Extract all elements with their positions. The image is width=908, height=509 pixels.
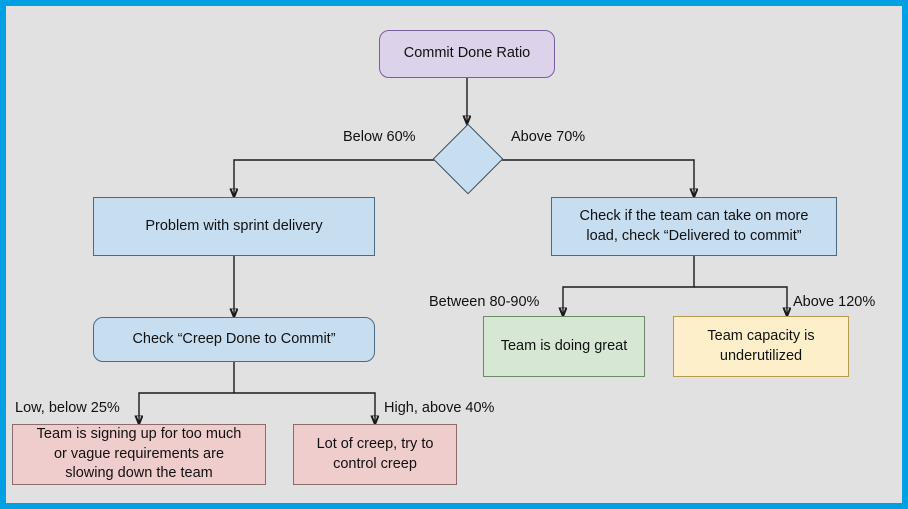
- node-check-if-team-can-take-more-load[interactable]: Check if the team can take on more load,…: [551, 197, 837, 256]
- node-team-capacity-is-underutilized[interactable]: Team capacity is underutilized: [673, 316, 849, 377]
- node-team-is-doing-great[interactable]: Team is doing great: [483, 316, 645, 377]
- edge-label-above-70: Above 70%: [511, 129, 586, 145]
- edge-label-low-below-25: Low, below 25%: [15, 400, 120, 416]
- edge-checkload-split: [563, 256, 695, 316]
- edge-decision-to-problem: [234, 159, 436, 197]
- edge-label-high-above-40: High, above 40%: [384, 400, 495, 416]
- edge-checkload-split-right: [694, 286, 787, 316]
- edge-checkcreep-split-left: [139, 362, 235, 424]
- node-commit-done-ratio[interactable]: Commit Done Ratio: [379, 30, 555, 78]
- edge-decision-to-check-load: [498, 159, 694, 197]
- node-problem-with-sprint-delivery[interactable]: Problem with sprint delivery: [93, 197, 375, 256]
- node-decision-diamond[interactable]: [432, 123, 504, 195]
- edge-label-below-60: Below 60%: [343, 129, 416, 145]
- edge-checkcreep-split-right: [234, 392, 375, 424]
- node-team-signing-up-too-much[interactable]: Team is signing up for too much or vague…: [12, 424, 266, 485]
- edge-label-between-80-90: Between 80-90%: [429, 294, 540, 310]
- edge-label-above-120: Above 120%: [793, 294, 876, 310]
- node-check-creep-done-to-commit[interactable]: Check “Creep Done to Commit”: [93, 317, 375, 362]
- node-lot-of-creep[interactable]: Lot of creep, try to control creep: [293, 424, 457, 485]
